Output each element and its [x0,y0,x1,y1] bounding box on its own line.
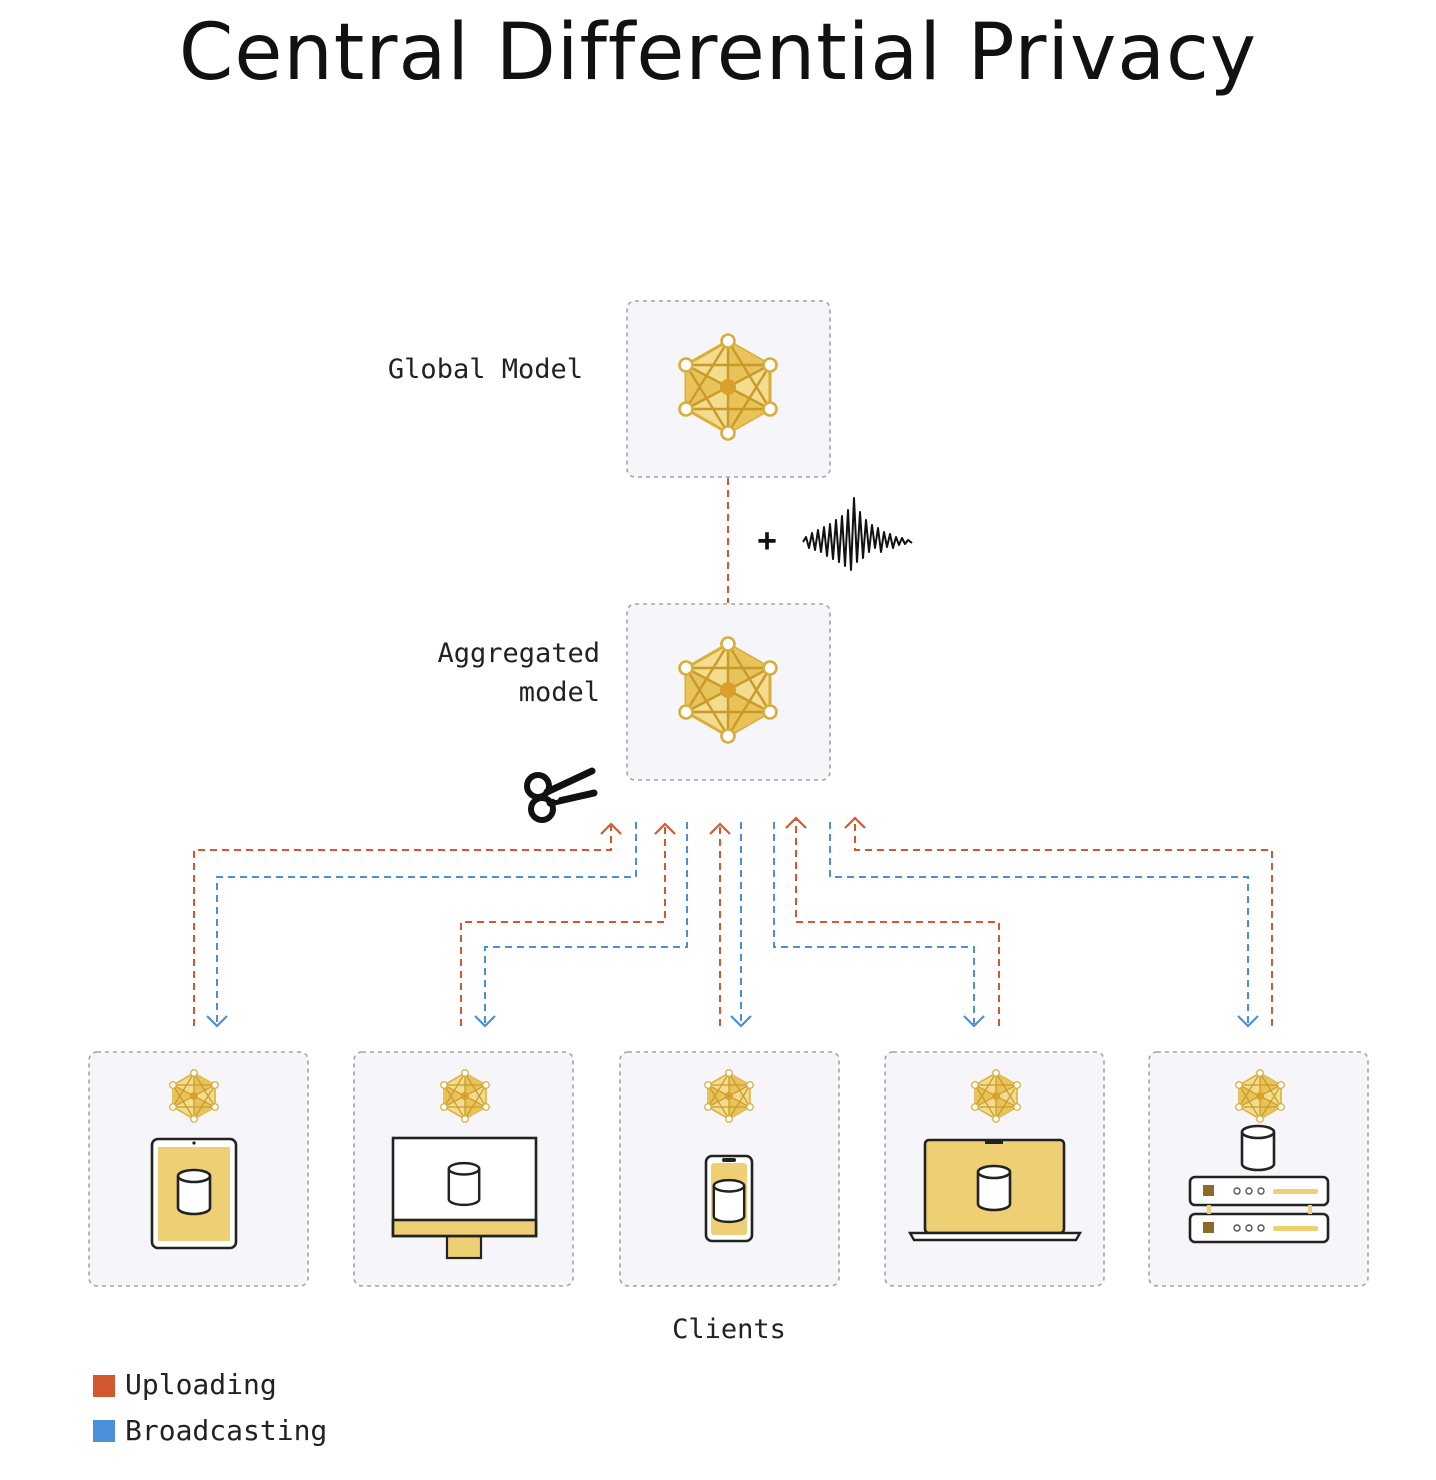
broadcast-paths [216,822,1249,1024]
legend-label-broadcasting: Broadcasting [125,1414,327,1447]
page-title: Central Differential Privacy [178,8,1258,98]
legend-label-uploading: Uploading [125,1368,277,1401]
broadcast-arrowheads [206,1015,1259,1028]
upload-paths [193,820,1273,1026]
legend: Uploading Broadcasting [93,1368,327,1447]
upload-arrowheads [600,816,866,835]
client-node-server [1148,1051,1369,1287]
client-node-laptop [884,1051,1105,1287]
legend-swatch-uploading [93,1375,115,1397]
aggregated-model-label-line1: Aggregated [437,638,600,669]
client-node-tablet [88,1051,309,1287]
tablet-icon [150,1137,238,1250]
noise-plus-sign: + [757,521,776,559]
aggregated-model-label-line2: model [519,677,600,708]
laptop-icon [907,1138,1083,1242]
phone-icon [704,1154,754,1243]
server-icon [1188,1124,1330,1244]
client-node-phone [619,1051,840,1287]
noise-waveform-icon [802,497,913,571]
client-node-desktop [353,1051,574,1287]
global-model-node [626,300,831,478]
scissors-icon [524,767,598,823]
clients-label: Clients [672,1314,786,1345]
desktop-icon [391,1136,538,1260]
legend-swatch-broadcasting [93,1420,115,1442]
global-model-label: Global Model [388,354,583,385]
aggregated-model-node [626,603,831,781]
